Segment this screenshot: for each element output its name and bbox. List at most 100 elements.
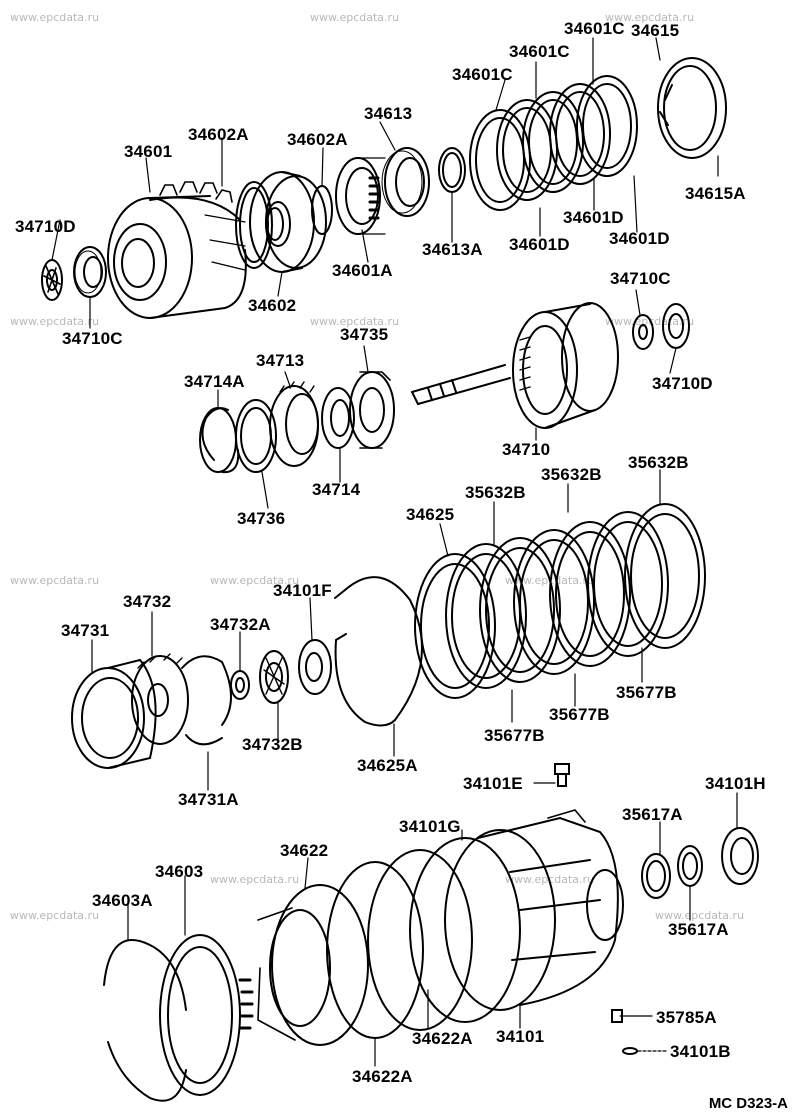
label-34101B[interactable]: 34101B (670, 1042, 731, 1061)
label-34710C[interactable]: 34710C (610, 269, 671, 288)
label-35632B[interactable]: 35632B (628, 453, 689, 472)
watermark: www.epcdata.ru (10, 574, 100, 587)
label-34101[interactable]: 34101 (496, 1027, 545, 1046)
label-34601D[interactable]: 34601D (509, 235, 570, 254)
part-34714[interactable] (321, 387, 355, 449)
part-34710D-mid[interactable] (662, 303, 690, 349)
label-34601C[interactable]: 34601C (509, 42, 570, 61)
label-34710C[interactable]: 34710C (62, 329, 123, 348)
part-34615[interactable] (657, 57, 727, 159)
part-34710C-top[interactable] (73, 246, 107, 298)
part-34101H[interactable] (721, 827, 759, 885)
watermark: www.epcdata.ru (310, 11, 400, 24)
label-34601D[interactable]: 34601D (563, 208, 624, 227)
part-34101G[interactable] (409, 837, 521, 1023)
label-34732A[interactable]: 34732A (210, 615, 271, 634)
diagram-code: MC D323-A (708, 1095, 788, 1112)
label-34601C[interactable]: 34601C (452, 65, 513, 84)
part-34732A[interactable] (230, 670, 250, 700)
label-35632B[interactable]: 35632B (541, 465, 602, 484)
label-34622A[interactable]: 34622A (352, 1067, 413, 1086)
label-34735[interactable]: 34735 (340, 325, 389, 344)
label-34622[interactable]: 34622 (280, 841, 329, 860)
watermark: www.epcdata.ru (605, 11, 695, 24)
part-34735[interactable] (349, 371, 395, 449)
label-34602[interactable]: 34602 (248, 296, 297, 315)
label-35785A[interactable]: 35785A (656, 1008, 717, 1027)
label-34601C[interactable]: 34601C (564, 19, 625, 38)
part-34710-shaft[interactable] (411, 302, 619, 429)
part-34713[interactable] (269, 381, 319, 467)
label-34601A[interactable]: 34601A (332, 261, 393, 280)
part-34602A-ring-2[interactable] (311, 185, 333, 235)
label-34613A[interactable]: 34613A (422, 240, 483, 259)
label-34732B[interactable]: 34732B (242, 735, 303, 754)
part-34101-housing[interactable] (444, 809, 624, 1011)
part-34710D-top[interactable] (41, 259, 63, 301)
part-34101B[interactable] (622, 1047, 638, 1055)
watermark: www.epcdata.ru (310, 315, 400, 328)
part-34601-drum[interactable] (107, 181, 247, 319)
part-34601A-spring[interactable] (335, 157, 386, 235)
label-34625A[interactable]: 34625A (357, 756, 418, 775)
label-35677B[interactable]: 35677B (549, 705, 610, 724)
label-34615[interactable]: 34615 (631, 21, 680, 40)
label-35617A[interactable]: 35617A (668, 920, 729, 939)
part-34613[interactable] (381, 147, 430, 217)
label-34710D[interactable]: 34710D (15, 217, 76, 236)
label-34731[interactable]: 34731 (61, 621, 110, 640)
label-35677B[interactable]: 35677B (616, 683, 677, 702)
label-34601D[interactable]: 34601D (609, 229, 670, 248)
label-34622A[interactable]: 34622A (412, 1029, 473, 1048)
watermark: www.epcdata.ru (605, 315, 695, 328)
label-34615A[interactable]: 34615A (685, 184, 746, 203)
part-34731[interactable] (71, 659, 157, 769)
watermark: www.epcdata.ru (210, 873, 300, 886)
part-35617A[interactable] (641, 845, 703, 899)
label-34714[interactable]: 34714 (312, 480, 361, 499)
watermark: www.epcdata.ru (10, 11, 100, 24)
label-34101H[interactable]: 34101H (705, 774, 766, 793)
part-34625A[interactable] (334, 576, 423, 727)
label-35617A[interactable]: 35617A (622, 805, 683, 824)
part-34714A[interactable] (199, 407, 240, 474)
part-34603A[interactable] (103, 939, 187, 1102)
label-34625[interactable]: 34625 (406, 505, 455, 524)
label-35677B[interactable]: 35677B (484, 726, 545, 745)
label-34710D[interactable]: 34710D (652, 374, 713, 393)
label-34731A[interactable]: 34731A (178, 790, 239, 809)
label-34602A[interactable]: 34602A (188, 125, 249, 144)
part-34101F[interactable] (298, 639, 332, 695)
part-34732[interactable] (131, 653, 189, 745)
label-34101F[interactable]: 34101F (273, 581, 332, 600)
label-34736[interactable]: 34736 (237, 509, 286, 528)
label-34601[interactable]: 34601 (124, 142, 173, 161)
part-34101E[interactable] (554, 763, 570, 787)
label-34710[interactable]: 34710 (502, 440, 551, 459)
label-34732[interactable]: 34732 (123, 592, 172, 611)
watermark: www.epcdata.ru (655, 909, 745, 922)
label-34101E[interactable]: 34101E (463, 774, 523, 793)
leader-lines (51, 37, 738, 1067)
part-34732B[interactable] (259, 650, 289, 704)
label-34714A[interactable]: 34714A (184, 372, 245, 391)
part-34601-plates[interactable] (469, 75, 638, 211)
label-34602A[interactable]: 34602A (287, 130, 348, 149)
part-34603[interactable] (159, 934, 254, 1096)
part-34625-and-plates[interactable] (414, 503, 706, 699)
part-34731A[interactable] (181, 655, 232, 746)
label-35632B[interactable]: 35632B (465, 483, 526, 502)
part-34710C-mid[interactable] (632, 314, 654, 350)
watermark: www.epcdata.ru (210, 574, 300, 587)
label-34713[interactable]: 34713 (256, 351, 305, 370)
label-34613[interactable]: 34613 (364, 104, 413, 123)
part-34613A[interactable] (438, 147, 466, 193)
watermark: www.epcdata.ru (10, 315, 100, 328)
label-34603[interactable]: 34603 (155, 862, 204, 881)
label-34101G[interactable]: 34101G (399, 817, 461, 836)
part-34622[interactable] (257, 884, 369, 1046)
watermark: www.epcdata.ru (10, 909, 100, 922)
label-34603A[interactable]: 34603A (92, 891, 153, 910)
